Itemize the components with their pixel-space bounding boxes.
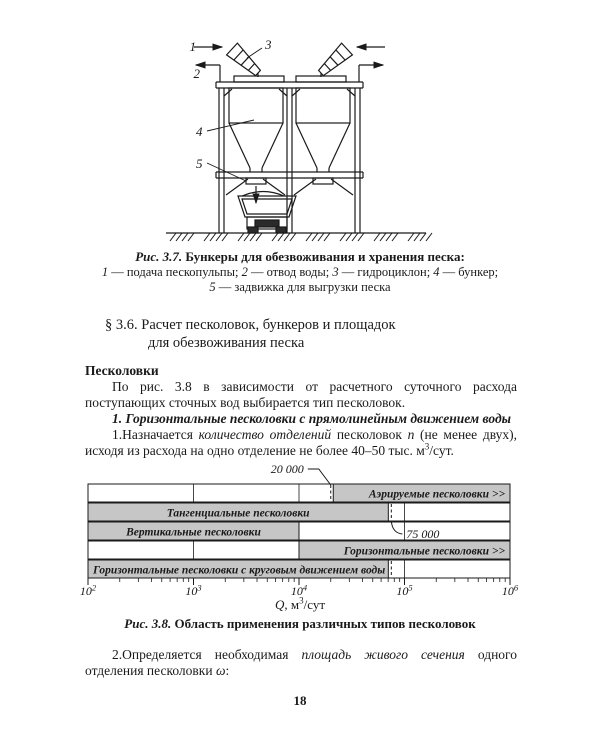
leader-5 <box>206 162 247 182</box>
hatch-stroke <box>209 232 217 242</box>
chart-row-label: Аэрируемые песколовки >> <box>368 489 506 501</box>
annotation-75000-leader <box>390 520 403 535</box>
chart-row-bar <box>87 559 389 579</box>
hatch-stroke <box>175 232 183 242</box>
annotation-20000: 20 000 <box>271 462 304 476</box>
callout-3: 3 <box>264 37 272 52</box>
hatch-stroke <box>305 232 313 242</box>
tick-label: 105 <box>396 583 412 599</box>
hatch-stroke <box>351 232 359 242</box>
hatch-stroke <box>221 232 229 242</box>
annotation-20000-leader <box>307 468 332 486</box>
hatch-stroke <box>357 232 365 242</box>
hatch-stroke <box>203 232 211 242</box>
chart-row-label: Тангенциальные песколовки <box>167 508 310 520</box>
chart-row-bar <box>87 502 389 522</box>
hatch-stroke <box>237 232 245 242</box>
callout-5: 5 <box>196 156 203 171</box>
section-heading-line1: § 3.6. Расчет песколовок, бункеров и пло… <box>105 317 396 333</box>
leader-4 <box>206 119 255 132</box>
tick-label: 103 <box>185 583 201 599</box>
hatch-stroke <box>323 232 331 242</box>
hatch-stroke <box>413 232 421 242</box>
diagram-callouts: 1 2 3 4 5 <box>190 37 273 171</box>
figure-3-8-chart: Аэрируемые песколовки >> Тангенциальные п… <box>80 462 519 599</box>
figure-3-7-diagram: 1 2 3 4 5 <box>166 37 433 242</box>
hatch-stroke <box>345 232 353 242</box>
annotation-75000: 75 000 <box>406 527 439 541</box>
bunker-right <box>295 87 351 185</box>
list-heading-1: 1. Горизонтальные песколовки с прямолине… <box>112 411 512 426</box>
hatch-stroke <box>425 232 433 242</box>
chart-x-axis-label: Q, м3/сут <box>274 595 326 612</box>
chart-row-label: Горизонтальные песколовки >> <box>343 546 506 558</box>
hydrocyclone-left <box>225 42 262 77</box>
hatch-stroke <box>271 232 279 242</box>
figure-3-7-legend-line1: 1 — подача пескопульпы; 2 — отвод воды; … <box>101 265 499 279</box>
chart-row-label: Горизонтальные песколовки с круговым дви… <box>92 565 385 577</box>
hatch-stroke <box>181 232 189 242</box>
paragraph-3: 2.Определяется необходимая площадь живог… <box>85 647 518 678</box>
hatch-stroke <box>407 232 415 242</box>
callout-1: 1 <box>190 39 197 54</box>
chart-row-bar <box>298 540 511 560</box>
chart-row-bar <box>87 521 300 541</box>
truck <box>237 190 297 234</box>
hatch-stroke <box>215 232 223 242</box>
hatch-stroke <box>339 232 347 242</box>
hatch-stroke <box>289 232 297 242</box>
bunker-left <box>228 87 284 205</box>
hatch-stroke <box>243 232 251 242</box>
hatch-stroke <box>169 232 177 242</box>
hatch-stroke <box>255 232 263 242</box>
figure-3-8-caption: Рис. 3.8. Область применения различных т… <box>124 616 476 631</box>
hatch-stroke <box>373 232 381 242</box>
hatch-stroke <box>317 232 325 242</box>
hatch-stroke <box>249 232 257 242</box>
leader-3 <box>246 47 263 59</box>
hatch-stroke <box>283 232 291 242</box>
callout-4: 4 <box>196 124 203 139</box>
hatch-stroke <box>311 232 319 242</box>
tick-label: 106 <box>502 583 519 599</box>
figure-3-7-legend-line2: 5 — задвижка для выгрузки песка <box>209 280 391 294</box>
chart-row-bar <box>332 483 511 503</box>
paragraph-2: 1.Назначается количество отделений песко… <box>85 427 518 458</box>
tick-label: 102 <box>80 583 97 599</box>
paragraph-1: По рис. 3.8 в зависимости от расчетного … <box>85 379 517 410</box>
figure-3-7-caption-title: Рис. 3.7. Бункеры для обезвоживания и хр… <box>135 249 465 264</box>
subheading-peskolovki: Песколовки <box>85 363 159 378</box>
section-heading-line2: для обезвоживания песка <box>148 335 305 351</box>
figure-ref: Рис. 3.7. <box>135 249 183 264</box>
hydrocyclone-right <box>317 42 354 77</box>
hatch-stroke <box>277 232 285 242</box>
figure-ref: Рис. 3.8. <box>124 616 172 631</box>
diagram-structure <box>166 42 433 242</box>
callout-2: 2 <box>194 66 201 81</box>
ground-hatching <box>169 232 433 242</box>
page-number: 18 <box>293 693 307 708</box>
chart-row-label: Вертикальные песколовки <box>125 527 261 539</box>
hatch-stroke <box>379 232 387 242</box>
hatch-stroke <box>187 232 195 242</box>
hatch-stroke <box>385 232 393 242</box>
tick-label: 104 <box>291 583 308 599</box>
hatch-stroke <box>419 232 427 242</box>
hatch-stroke <box>391 232 399 242</box>
